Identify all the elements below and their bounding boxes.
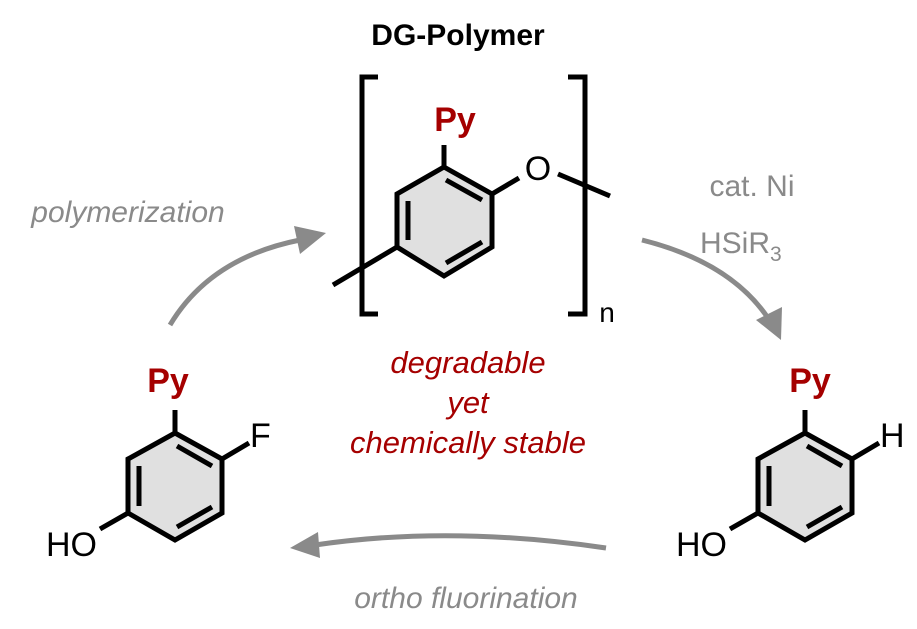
right-benzene-ring: [755, 430, 855, 543]
silane-main: HSiR: [700, 227, 770, 260]
hydrogen-label: H: [880, 417, 905, 455]
fluorine-label: F: [250, 417, 271, 455]
center-text-line1: degradable: [390, 345, 545, 380]
polymerization-label: polymerization: [30, 196, 224, 229]
defunctionalization-arrow: [641, 237, 782, 340]
right-hydroxyl-label: HO: [676, 526, 727, 564]
repeat-subscript-n: n: [599, 297, 615, 328]
left-hydroxyl-label: HO: [46, 526, 97, 564]
center-text-line3: chemically stable: [350, 425, 586, 460]
polymerization-arrow: [167, 226, 326, 327]
polymer-repeat-unit: Py O n: [331, 74, 615, 328]
polymer-benzene-ring: [394, 164, 495, 279]
reagent-catalyst-label: cat. Ni: [709, 170, 794, 203]
fluorinated-phenol-molecule: Py F HO: [46, 362, 271, 564]
phenol-molecule: Py H HO: [676, 362, 905, 564]
fluorination-label: ortho fluorination: [354, 582, 577, 615]
left-py-label: Py: [147, 362, 189, 400]
reagent-silane-label: HSiR3: [700, 227, 782, 266]
fluorination-arrow: [290, 532, 607, 558]
center-text-line2: yet: [445, 385, 490, 420]
diagram-title: DG-Polymer: [371, 19, 545, 52]
silane-subscript: 3: [770, 243, 782, 266]
right-bracket: [568, 74, 588, 317]
polymer-oxygen-label: O: [525, 150, 551, 188]
polymer-py-label: Py: [434, 101, 476, 139]
left-benzene-ring: [125, 430, 225, 543]
right-py-label: Py: [789, 362, 831, 400]
left-bracket: [359, 74, 378, 317]
